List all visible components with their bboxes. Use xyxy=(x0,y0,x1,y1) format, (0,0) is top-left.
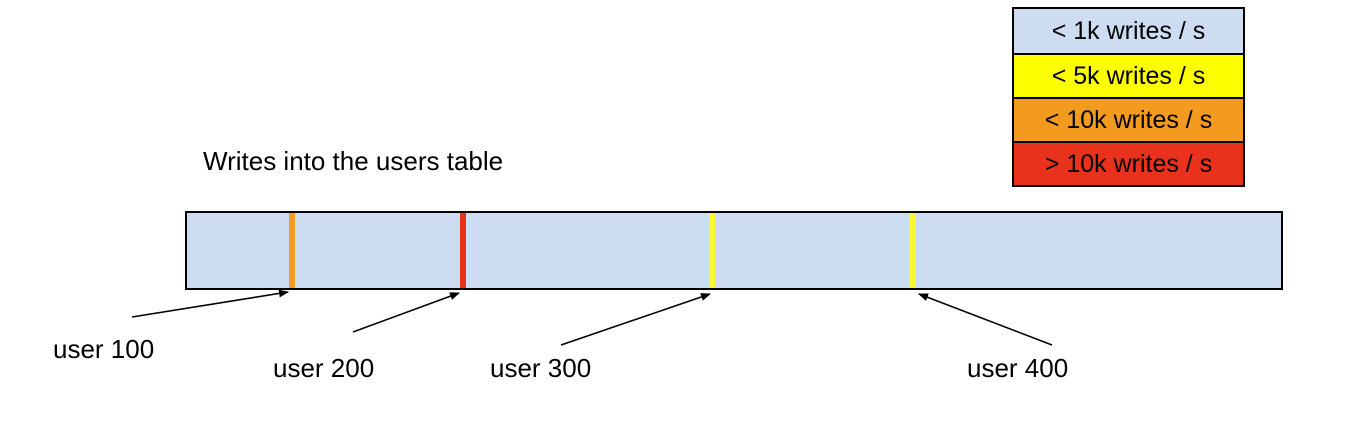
legend-item-gt-10k: > 10k writes / s xyxy=(1014,141,1243,185)
hotspot-marker-user-100 xyxy=(289,213,295,288)
arrow-user-100 xyxy=(131,289,289,318)
legend-item-lt-5k: < 5k writes / s xyxy=(1014,53,1243,97)
label-user-300: user 300 xyxy=(490,353,592,383)
hotspot-marker-user-300 xyxy=(709,213,715,288)
users-table-bar xyxy=(185,211,1283,290)
arrow-user-300 xyxy=(560,293,711,346)
arrow-user-400 xyxy=(918,293,1053,346)
label-user-400: user 400 xyxy=(967,353,1069,383)
label-user-100: user 100 xyxy=(53,334,155,364)
diagram-title: Writes into the users table xyxy=(203,146,504,176)
hotspot-marker-user-200 xyxy=(460,213,466,288)
legend-item-lt-10k: < 10k writes / s xyxy=(1014,97,1243,141)
arrow-user-200 xyxy=(352,292,460,333)
legend: < 1k writes / s < 5k writes / s < 10k wr… xyxy=(1012,7,1245,187)
label-user-200: user 200 xyxy=(273,353,375,383)
legend-item-lt-1k: < 1k writes / s xyxy=(1014,9,1243,53)
hotspot-marker-user-400 xyxy=(910,213,916,288)
